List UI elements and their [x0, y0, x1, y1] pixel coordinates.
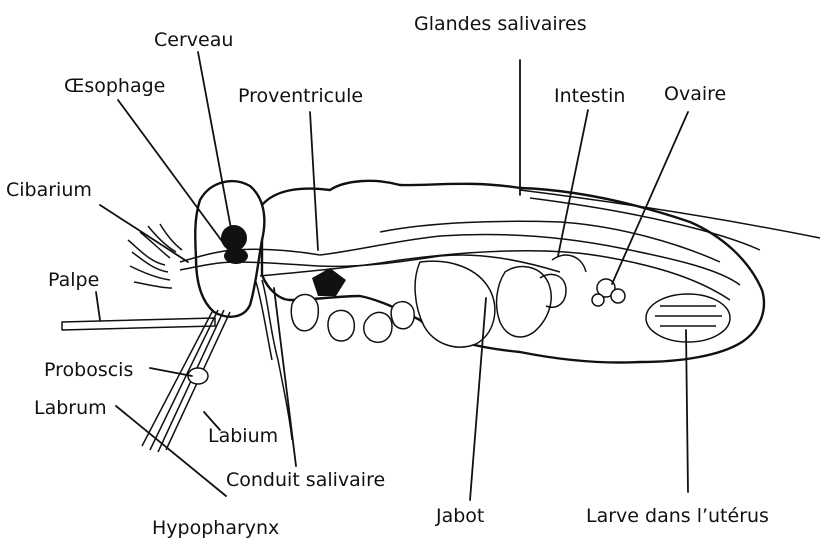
label-cibarium: Cibarium [6, 179, 92, 201]
label-conduit-salivaire: Conduit salivaire [226, 469, 385, 491]
cibarium-bristles [128, 224, 182, 288]
label-glandes-salivaires: Glandes salivaires [414, 13, 587, 35]
brain-mass [221, 225, 247, 251]
label-palpe: Palpe [48, 269, 99, 291]
label-cerveau: Cerveau [154, 29, 233, 51]
label-labium: Labium [208, 425, 278, 447]
label-proventricule: Proventricule [238, 85, 363, 107]
label-larve-uterus: Larve dans l’utérus [586, 505, 769, 527]
label-hypopharynx: Hypopharynx [152, 517, 279, 539]
label-labrum: Labrum [34, 397, 107, 419]
label-ovaire: Ovaire [664, 83, 726, 105]
label-oesophage: Œsophage [64, 75, 165, 97]
label-intestin: Intestin [554, 85, 625, 107]
label-jabot: Jabot [435, 505, 484, 527]
label-proboscis: Proboscis [44, 359, 133, 381]
